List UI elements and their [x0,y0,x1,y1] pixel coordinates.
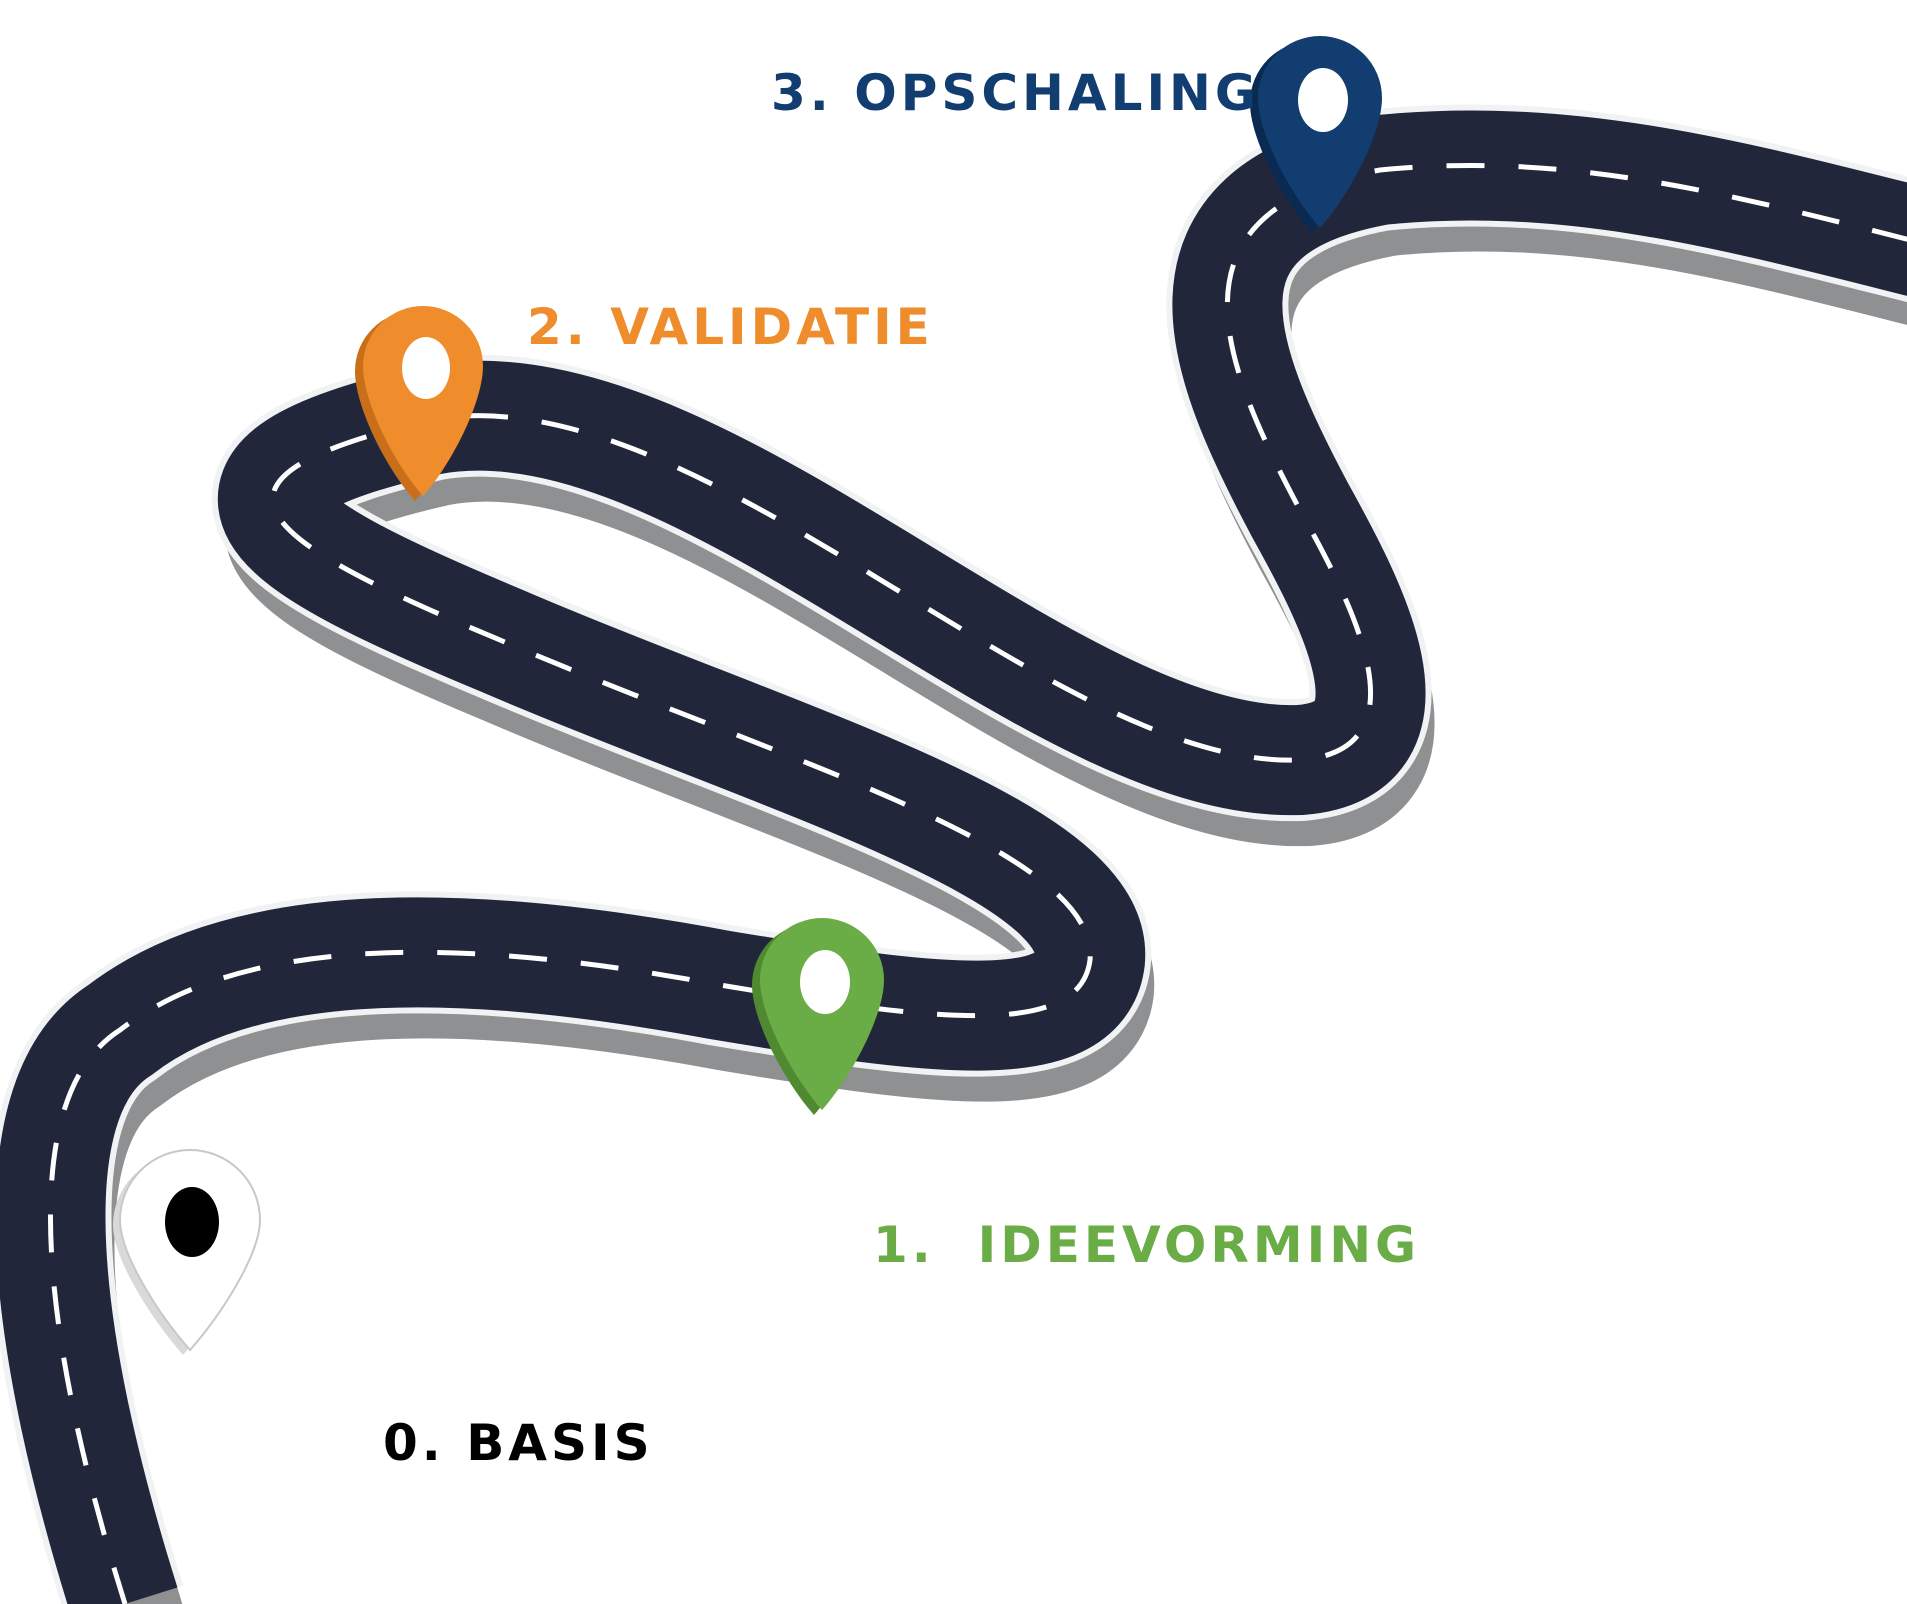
pin-hole [1298,68,1348,132]
map-pin-icon [752,918,884,1115]
pin-body [363,306,483,496]
map-pin-icon [113,1149,262,1355]
pin-opschaling-shape [1250,36,1382,233]
pin-body [760,918,884,1110]
stage-label-validatie: 2. VALIDATIE [527,298,934,356]
pin-body [1258,36,1382,228]
map-pin-icon [1250,36,1382,233]
map-pin-icon [355,306,483,501]
pin-hole [402,337,450,399]
pin-hole [165,1187,219,1257]
stage-label-basis: 0. BASIS [383,1414,654,1472]
road-surface [0,110,1907,1604]
stage-label-ideevorming: 1. IDEEVORMING [873,1216,1421,1274]
pin-basis-shape [113,1149,262,1355]
pin-hole [800,950,850,1014]
pin-ideevorming-shape [752,918,884,1115]
lane-marking [48,162,1907,1604]
stage-label-opschaling: 3. OPSCHALING [771,64,1260,122]
pin-validatie-shape [355,306,483,501]
